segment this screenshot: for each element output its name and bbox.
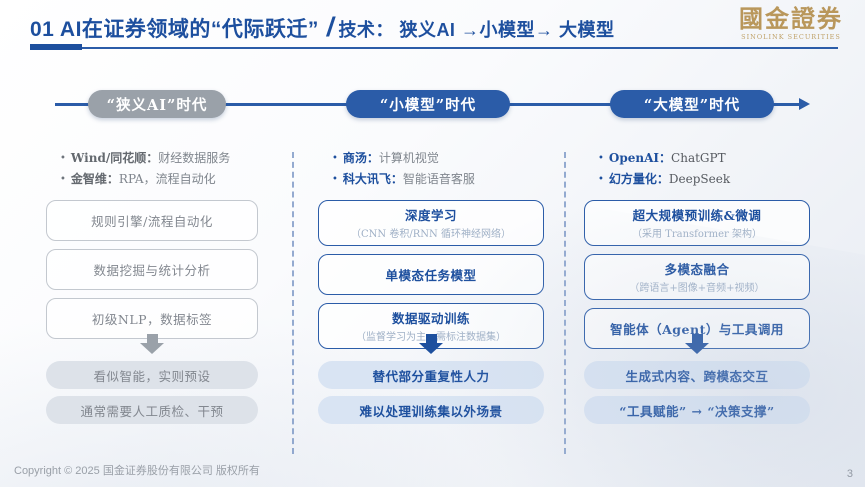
era-examples: • Wind/同花顺：财经数据服务 • 金智维：RPA，流程自动化 xyxy=(46,148,258,190)
box-subtitle: （跨语言+图像+音频+视频） xyxy=(629,283,765,294)
bullet-desc: 计算机视觉 xyxy=(378,151,439,165)
bullet-icon: • xyxy=(598,174,604,185)
bullet-name: OpenAI： xyxy=(608,151,672,165)
bullet-name: 幻方量化： xyxy=(608,172,669,186)
bullet-icon: • xyxy=(60,174,66,185)
capability-boxes: 深度学习 （CNN 卷积/RNN 循环神经网络） 单模态任务模型 数据驱动训练 … xyxy=(318,200,544,349)
column-narrow-ai: • Wind/同花顺：财经数据服务 • 金智维：RPA，流程自动化 规则引擎/流程自… xyxy=(46,148,258,460)
outcome-section: 看似智能，实则预设 通常需要人工质检、干预 xyxy=(46,334,258,431)
capability-box: 单模态任务模型 xyxy=(318,254,544,295)
bullet-desc: 智能语音客服 xyxy=(402,172,475,186)
era-pill-small-model: “小模型”时代 xyxy=(346,90,510,118)
bullet-name: 科大讯飞： xyxy=(342,172,403,186)
box-title: 单模态任务模型 xyxy=(385,268,477,283)
outcome-pill: 看似智能，实则预设 xyxy=(46,361,258,389)
arrow-down-icon xyxy=(419,334,443,354)
box-title: 初级NLP，数据标签 xyxy=(91,312,213,327)
company-logo: 國金證券 SINOLINK SECURITIES xyxy=(739,4,843,42)
outcome-pill: 难以处理训练集以外场景 xyxy=(318,396,544,424)
bullet-icon: • xyxy=(60,153,66,164)
list-item: • 科大讯飞：智能语音客服 xyxy=(332,169,544,190)
page-number: 3 xyxy=(846,468,853,480)
capability-boxes: 规则引擎/流程自动化 数据挖掘与统计分析 初级NLP，数据标签 xyxy=(46,200,258,339)
box-title: 超大规模预训练&微调 xyxy=(632,208,762,223)
list-item: • OpenAI：ChatGPT xyxy=(598,148,810,169)
capability-boxes: 超大规模预训练&微调 （采用 Transformer 架构） 多模态融合 （跨语… xyxy=(584,200,810,349)
outcome-pill: 生成式内容、跨模态交互 xyxy=(584,361,810,389)
capability-box: 超大规模预训练&微调 （采用 Transformer 架构） xyxy=(584,200,810,246)
bullet-name: 商汤： xyxy=(342,151,379,165)
list-item: • 幻方量化：DeepSeek xyxy=(598,169,810,190)
page-title: 01 AI在证券领域的“代际跃迁” / 技术： 狭义AI →小模型→ 大模型 xyxy=(30,12,614,43)
era-pill-narrow-ai: “狭义AI”时代 xyxy=(88,90,226,118)
arrow-down-icon xyxy=(140,334,164,354)
box-subtitle: （CNN 卷积/RNN 循环神经网络） xyxy=(351,229,511,240)
title-main: 01 AI在证券领域的“代际跃迁” xyxy=(30,18,319,41)
box-title: 深度学习 xyxy=(404,208,457,223)
logo-wordmark: 國金證券 xyxy=(739,4,843,33)
capability-box: 深度学习 （CNN 卷积/RNN 循环神经网络） xyxy=(318,200,544,246)
box-title: 智能体（Agent）与工具调用 xyxy=(610,322,784,337)
bullet-name: 金智维： xyxy=(70,172,119,186)
outcome-section: 替代部分重复性人力 难以处理训练集以外场景 xyxy=(318,334,544,431)
bullet-desc: ChatGPT xyxy=(671,151,726,165)
list-item: • 商汤：计算机视觉 xyxy=(332,148,544,169)
column-divider xyxy=(564,152,566,454)
header-underline-accent xyxy=(30,44,82,50)
header-underline xyxy=(30,47,838,49)
outcome-pill: 通常需要人工质检、干预 xyxy=(46,396,258,424)
column-large-model: • OpenAI：ChatGPT • 幻方量化：DeepSeek 超大规模预训练&微… xyxy=(584,148,810,460)
capability-box: 数据挖掘与统计分析 xyxy=(46,249,258,290)
bullet-icon: • xyxy=(332,153,338,164)
era-examples: • OpenAI：ChatGPT • 幻方量化：DeepSeek xyxy=(584,148,810,190)
bullet-desc: 财经数据服务 xyxy=(158,151,231,165)
capability-box: 多模态融合 （跨语言+图像+音频+视频） xyxy=(584,254,810,300)
outcome-pill: 替代部分重复性人力 xyxy=(318,361,544,389)
box-title: 多模态融合 xyxy=(664,262,730,277)
capability-box: 初级NLP，数据标签 xyxy=(46,298,258,339)
column-divider xyxy=(292,152,294,454)
bullet-desc: RPA，流程自动化 xyxy=(118,172,216,186)
bullet-desc: DeepSeek xyxy=(668,172,731,186)
title-subtitle: 技术： 狭义AI →小模型→ 大模型 xyxy=(338,20,615,40)
box-title: 规则引擎/流程自动化 xyxy=(91,214,213,229)
outcome-pill: “工具赋能” → “决策支撑” xyxy=(584,396,810,424)
bullet-icon: • xyxy=(332,174,338,185)
era-pill-large-model: “大模型”时代 xyxy=(610,90,774,118)
arrow-down-icon xyxy=(685,334,709,354)
box-title: 数据驱动训练 xyxy=(391,311,470,326)
title-divider: / xyxy=(324,12,337,42)
bullet-name: Wind/同花顺： xyxy=(70,151,159,165)
list-item: • Wind/同花顺：财经数据服务 xyxy=(60,148,258,169)
bullet-icon: • xyxy=(598,153,604,164)
logo-subtitle: SINOLINK SECURITIES xyxy=(741,33,841,42)
box-subtitle: （采用 Transformer 架构） xyxy=(631,229,763,240)
era-examples: • 商汤：计算机视觉 • 科大讯飞：智能语音客服 xyxy=(318,148,544,190)
outcome-section: 生成式内容、跨模态交互 “工具赋能” → “决策支撑” xyxy=(584,334,810,431)
list-item: • 金智维：RPA，流程自动化 xyxy=(60,169,258,190)
copyright-text: Copyright © 2025 国金证券股份有限公司 版权所有 xyxy=(14,465,260,477)
capability-box: 规则引擎/流程自动化 xyxy=(46,200,258,241)
timeline-arrowhead-icon xyxy=(799,98,810,110)
column-small-model: • 商汤：计算机视觉 • 科大讯飞：智能语音客服 深度学习 （CNN 卷积/RNN … xyxy=(318,148,544,460)
box-title: 数据挖掘与统计分析 xyxy=(93,263,211,278)
